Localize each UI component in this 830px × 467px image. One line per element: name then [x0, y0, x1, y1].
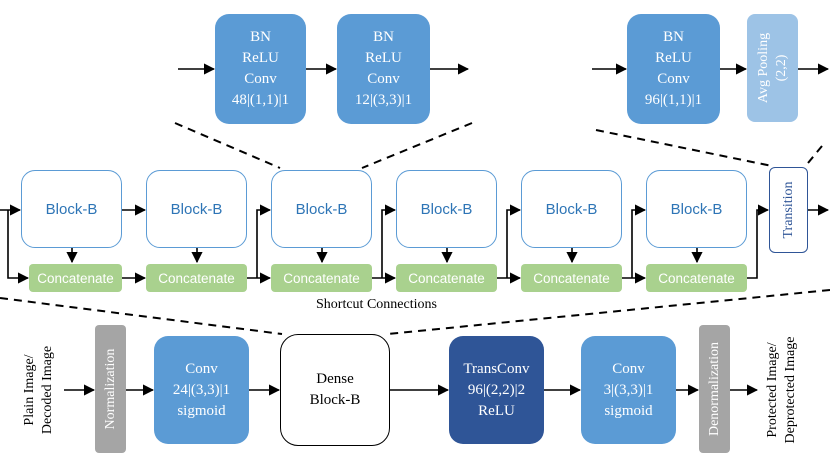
concatenate-1-label: Concatenate [37, 271, 114, 286]
block2-line-relu: ReLU [365, 48, 402, 69]
avg-pooling-size: (2,2) [773, 33, 791, 103]
block2-line-bn: BN [373, 27, 394, 48]
block-b-4-label: Block-B [421, 201, 473, 218]
dense-line-1: Dense [316, 369, 354, 390]
conv-24-block: Conv 24|(3,3)|1 sigmoid [154, 336, 249, 444]
block1-line-relu: ReLU [242, 48, 279, 69]
avg-pooling-block: Avg Pooling (2,2) [747, 14, 798, 122]
concatenate-5: Concatenate [521, 264, 622, 292]
concatenate-6-label: Concatenate [658, 271, 735, 286]
block2-line-conv: Conv [367, 69, 400, 90]
transition-label: Transition [781, 181, 797, 238]
block-b-6: Block-B [646, 170, 747, 248]
conv2-line-2: 3|(3,3)|1 [604, 380, 654, 401]
conv-3-block: Conv 3|(3,3)|1 sigmoid [581, 336, 676, 444]
block-b-4: Block-B [396, 170, 497, 248]
transition-line-params: 96|(1,1)|1 [645, 90, 702, 111]
block-b-2: Block-B [146, 170, 247, 248]
bn-relu-conv-block-1: BN ReLU Conv 48|(1,1)|1 [215, 14, 306, 124]
transconv-line-2: 96|(2,2)|2 [468, 380, 525, 401]
conv1-line-3: sigmoid [177, 401, 225, 422]
concatenate-1: Concatenate [29, 264, 122, 292]
dense-line-2: Block-B [310, 390, 361, 411]
normalization-label: Normalization [103, 349, 119, 430]
denormalization-label: Denormalization [707, 342, 723, 436]
block-b-3: Block-B [271, 170, 372, 248]
transition-line-bn: BN [663, 27, 684, 48]
block-b-2-label: Block-B [171, 201, 223, 218]
block-b-1-label: Block-B [46, 201, 98, 218]
block-b-5: Block-B [521, 170, 622, 248]
block-b-6-label: Block-B [671, 201, 723, 218]
concatenate-3: Concatenate [271, 264, 372, 292]
input-image-label: Plain Image/ Decoded Image [18, 330, 60, 450]
transconv-line-3: ReLU [478, 401, 515, 422]
transition-line-relu: ReLU [655, 48, 692, 69]
block-b-3-label: Block-B [296, 201, 348, 218]
output-label-line-1: Protected Image/ [764, 337, 782, 444]
block1-line-params: 48|(1,1)|1 [232, 90, 289, 111]
normalization-block: Normalization [95, 325, 126, 453]
input-label-line-1: Plain Image/ [21, 346, 39, 434]
transition-line-conv: Conv [657, 69, 690, 90]
concatenate-3-label: Concatenate [283, 271, 360, 286]
conv2-line-1: Conv [612, 359, 645, 380]
output-label-line-2: Deprotected Image [782, 337, 800, 444]
conv1-line-1: Conv [185, 359, 218, 380]
transition-block: Transition [769, 167, 808, 253]
concatenate-2: Concatenate [146, 264, 247, 292]
block1-line-conv: Conv [244, 69, 277, 90]
output-image-label: Protected Image/ Deprotected Image [758, 322, 806, 458]
block-b-5-label: Block-B [546, 201, 598, 218]
concatenate-6: Concatenate [646, 264, 747, 292]
transconv-block: TransConv 96|(2,2)|2 ReLU [449, 336, 544, 444]
transition-bn-relu-conv-block: BN ReLU Conv 96|(1,1)|1 [627, 14, 720, 124]
concatenate-4: Concatenate [396, 264, 497, 292]
denormalization-block: Denormalization [699, 325, 730, 453]
block1-line-bn: BN [250, 27, 271, 48]
bn-relu-conv-block-2: BN ReLU Conv 12|(3,3)|1 [337, 14, 430, 124]
concatenate-5-label: Concatenate [533, 271, 610, 286]
transconv-line-1: TransConv [463, 359, 529, 380]
conv1-line-2: 24|(3,3)|1 [173, 380, 230, 401]
block-b-1: Block-B [21, 170, 122, 248]
concatenate-2-label: Concatenate [158, 271, 235, 286]
shortcut-connections-label: Shortcut Connections [316, 297, 437, 313]
dense-block-b: Dense Block-B [280, 334, 390, 446]
input-label-line-2: Decoded Image [39, 346, 57, 434]
block2-line-params: 12|(3,3)|1 [355, 90, 412, 111]
concatenate-4-label: Concatenate [408, 271, 485, 286]
avg-pooling-label: Avg Pooling [755, 33, 773, 103]
conv2-line-3: sigmoid [604, 401, 652, 422]
